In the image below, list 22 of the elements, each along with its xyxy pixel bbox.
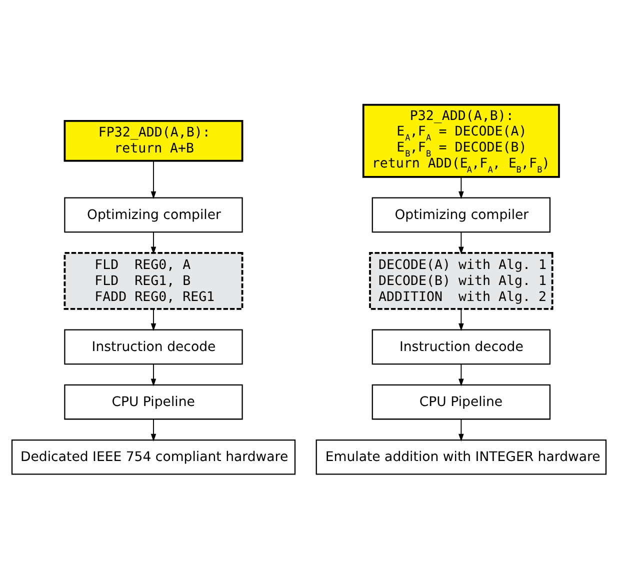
node-box: Instruction decode [64,329,243,365]
arrow [458,364,464,386]
node-box: CPU Pipeline [64,384,243,420]
node-box: Dedicated IEEE 754 compliant hardware [11,439,296,475]
arrow [150,308,156,331]
arrow [150,418,156,442]
node-box: Emulate addition with INTEGER hardware [316,439,607,475]
node-box: Optimizing compiler [64,197,243,233]
arrow [458,308,464,331]
arrow [458,418,464,442]
node-box: DECODE(A) with Alg. 1 DECODE(B) with Alg. 1 ADDITION with Alg. 2 [369,252,554,310]
arrow [150,160,156,199]
arrow [458,176,464,199]
arrow [150,232,156,254]
node-box: Optimizing compiler [372,197,551,233]
arrow [150,364,156,386]
node-box: P32_ADD(A,B): E$_{A}$,F$_{A}$ = DECODE(A) E$_{B}$,F$_{B}$ = DECODE(B) return ADD(E$_{A}$,F$_{A}$, E$_{B}$,F$_{B}$) [362,104,560,178]
node-box: CPU Pipeline [372,384,551,420]
node-box: FP32_ADD(A,B): return A+B [64,120,244,162]
node-box: FLD REG0, A FLD REG1, B FADD REG0, REG1 [64,252,244,310]
node-box: Instruction decode [372,329,551,365]
arrow [458,232,464,254]
